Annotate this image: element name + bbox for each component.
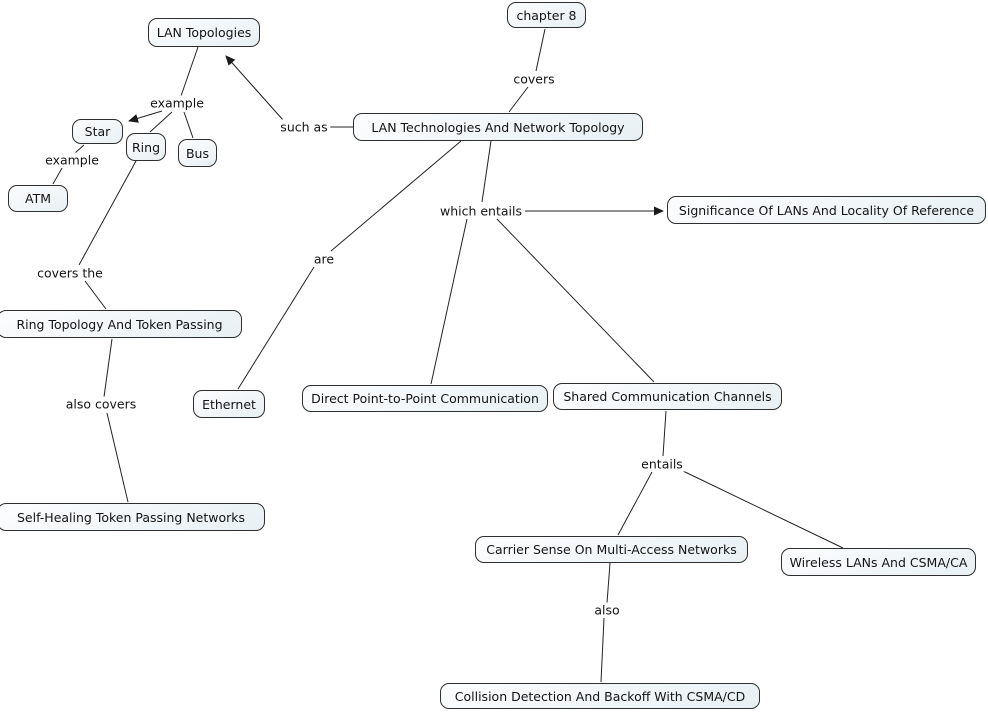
connector-line-also-covers-to-self-healing (106, 412, 129, 503)
concept-node-carrier-sense[interactable]: Carrier Sense On Multi-Access Networks (475, 536, 748, 563)
connector-line-chapter-8-to-covers (535, 28, 546, 72)
link-label-also[interactable]: also (591, 602, 623, 618)
concept-node-ethernet[interactable]: Ethernet (193, 390, 265, 418)
connector-line-example-2-to-atm (52, 167, 63, 185)
concept-node-collision[interactable]: Collision Detection And Backoff With CSM… (440, 683, 760, 709)
link-label-such-as[interactable]: such as (277, 119, 331, 135)
concept-node-significance[interactable]: Significance Of LANs And Locality Of Ref… (667, 196, 986, 224)
link-label-which-entails[interactable]: which entails (436, 203, 526, 219)
link-label-example-1[interactable]: example (147, 95, 207, 111)
concept-node-star[interactable]: Star (72, 119, 123, 144)
concept-node-chapter-8[interactable]: chapter 8 (507, 2, 586, 28)
connector-line-example-1-to-star (128, 110, 163, 123)
concept-node-self-healing[interactable]: Self-Healing Token Passing Networks (0, 503, 265, 531)
link-label-entails[interactable]: entails (638, 456, 686, 472)
concept-node-ring-topology[interactable]: Ring Topology And Token Passing (0, 310, 242, 338)
link-label-are[interactable]: are (310, 251, 338, 267)
concept-node-direct[interactable]: Direct Point-to-Point Communication (302, 385, 548, 412)
concept-node-atm[interactable]: ATM (8, 185, 68, 212)
connector-line-entails-to-carrier-sense (617, 471, 653, 536)
connector-line-which-entails-to-shared (496, 218, 655, 383)
concept-node-wireless[interactable]: Wireless LANs And CSMA/CA (781, 548, 976, 576)
concept-node-lan-tech[interactable]: LAN Technologies And Network Topology (353, 113, 643, 141)
connector-line-covers-the-to-ring-topology (84, 280, 107, 310)
connector-line-also-to-collision (600, 617, 605, 683)
link-label-also-covers[interactable]: also covers (62, 396, 140, 412)
connector-line-such-as-to-lan-topologies (225, 55, 284, 121)
connector-line-example-1-to-bus (183, 111, 194, 139)
connector-line-star-to-example-2 (74, 144, 85, 154)
concept-node-shared[interactable]: Shared Communication Channels (553, 383, 782, 410)
connector-line-which-entails-to-direct (430, 218, 468, 385)
connector-line-carrier-sense-to-also (606, 562, 611, 604)
connector-line-lan-topologies-to-example-1 (180, 46, 199, 97)
connector-line-example-1-to-ring (149, 111, 173, 133)
concept-node-ring[interactable]: Ring (126, 133, 166, 161)
connector-line-ring-to-covers-the (78, 160, 137, 266)
concept-node-bus[interactable]: Bus (178, 139, 217, 167)
link-label-example-2[interactable]: example (42, 152, 102, 168)
connector-line-are-to-ethernet (237, 266, 315, 390)
connector-line-shared-to-entails (662, 410, 667, 457)
connector-line-entails-to-wireless (682, 470, 844, 549)
connector-line-lan-tech-to-are (330, 140, 462, 252)
connector-line-covers-to-lan-tech (508, 86, 529, 113)
concept-node-lan-topologies[interactable]: LAN Topologies (148, 18, 260, 47)
link-label-covers-the[interactable]: covers the (34, 265, 106, 281)
link-label-covers[interactable]: covers (510, 71, 558, 87)
connector-line-ring-topology-to-also-covers (103, 338, 113, 398)
connector-line-lan-tech-to-which-entails (481, 140, 492, 203)
